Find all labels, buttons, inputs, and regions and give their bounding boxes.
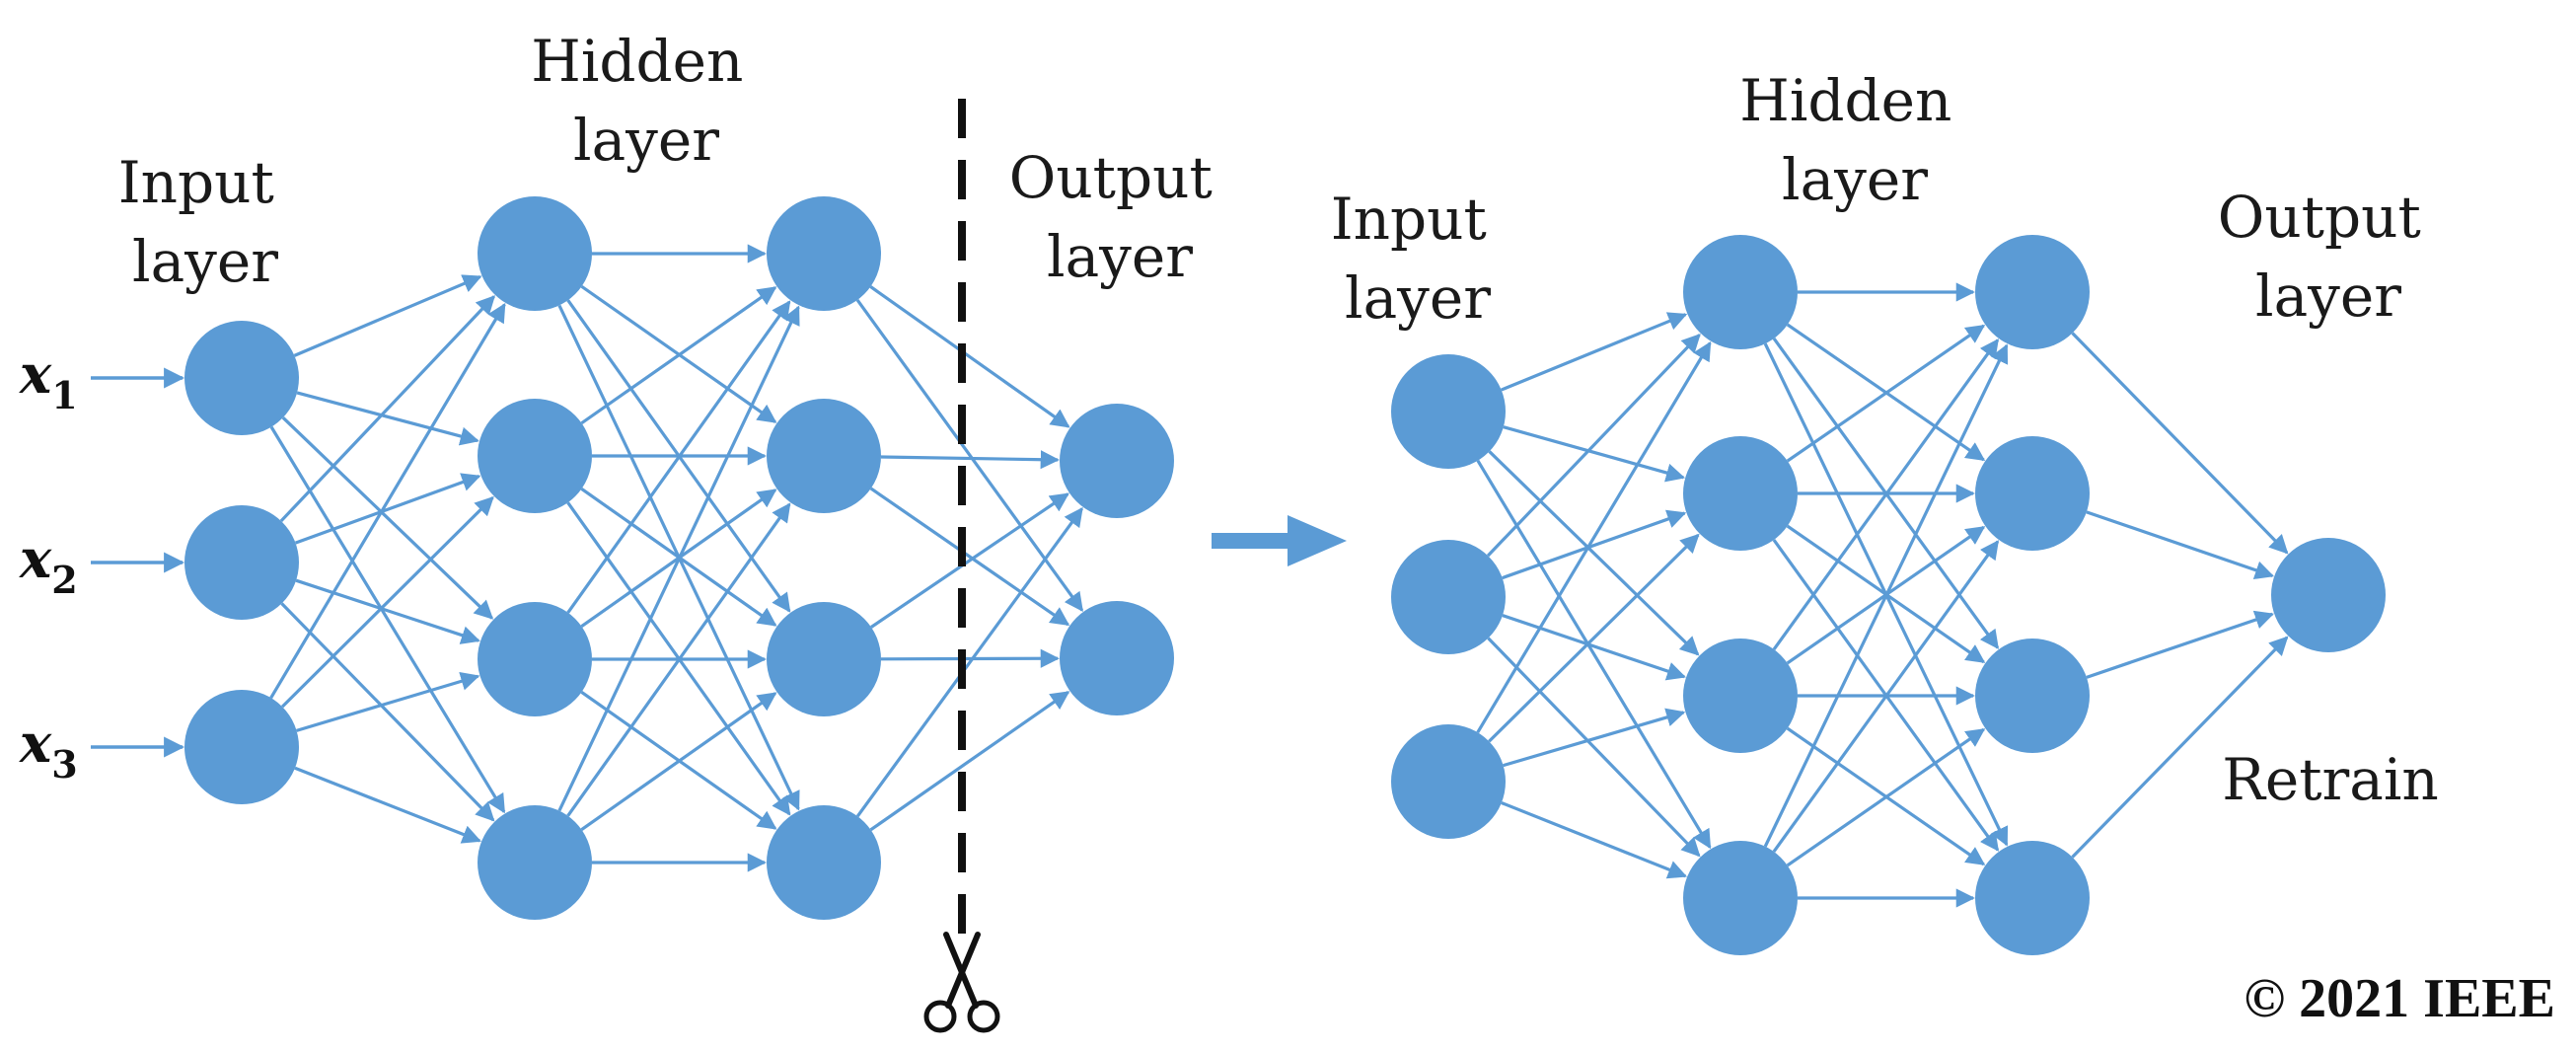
left-edge-l2-3-1 xyxy=(869,690,1070,832)
right-edge-l1-3-1 xyxy=(1772,540,2000,853)
left-edge-l2-0-0 xyxy=(869,285,1070,428)
left-edge-l2-2-0 xyxy=(870,492,1069,629)
right-node-layer2-1 xyxy=(1975,436,2090,551)
left-edge-l0-0-2 xyxy=(281,416,494,620)
right-edge-l1-1-0 xyxy=(1786,324,1986,463)
retrain-label: Retrain xyxy=(2222,746,2439,813)
right-arrow-icon xyxy=(1212,515,1347,566)
right-edge-l2-2-0 xyxy=(2086,610,2275,679)
right-node-layer2-3 xyxy=(1975,841,2090,955)
left-node-layer2-1 xyxy=(767,399,881,513)
copyright-notice: © 2021 IEEE xyxy=(2244,968,2555,1029)
right-edge-l0-1-3 xyxy=(1487,637,1701,858)
left-edge-l1-1-0 xyxy=(580,286,777,425)
right-edge-l0-2-2 xyxy=(1503,708,1686,768)
left-edge-l0-2-1 xyxy=(281,495,494,709)
right-edge-l0-1-1 xyxy=(1502,509,1687,580)
left-hidden-layer-label: Hidden layer xyxy=(531,28,762,174)
left-edge-l0-0-1 xyxy=(296,391,479,446)
left-node-layer2-0 xyxy=(767,196,881,311)
left-edge-l2-1-1 xyxy=(869,487,1070,627)
left-edge-l2-0-1 xyxy=(855,299,1084,612)
left-node-layer1-3 xyxy=(478,805,592,920)
right-input-layer-label: Input layer xyxy=(1331,186,1506,332)
left-edge-l0-0-0 xyxy=(293,274,482,357)
right-edge-l0-1-0 xyxy=(1486,333,1701,558)
input-x2-label: x2 xyxy=(19,527,78,602)
left-edge-l0-2-0 xyxy=(269,302,506,699)
scissors-icon xyxy=(923,932,1000,1033)
right-edge-l1-3-2 xyxy=(1786,727,1986,867)
right-node-layer2-2 xyxy=(1975,639,2090,753)
left-network-nodes xyxy=(184,196,1174,920)
left-edge-l0-1-2 xyxy=(295,578,480,644)
right-node-layer0-2 xyxy=(1391,724,1506,839)
right-network-nodes xyxy=(1391,235,2386,955)
right-node-layer3-0 xyxy=(2271,538,2386,652)
right-edge-l2-3-0 xyxy=(2071,636,2289,859)
right-node-layer1-3 xyxy=(1683,841,1798,955)
left-node-layer2-3 xyxy=(767,805,881,920)
left-edge-l2-2-1 xyxy=(880,648,1060,668)
input-arrows xyxy=(91,367,185,758)
left-node-layer0-0 xyxy=(184,321,299,435)
right-edge-l0-1-2 xyxy=(1502,614,1686,681)
right-node-layer0-0 xyxy=(1391,354,1506,469)
right-edge-l1-2-0 xyxy=(1772,338,2000,650)
left-node-layer1-1 xyxy=(478,399,592,513)
right-node-layer2-0 xyxy=(1975,235,2090,349)
left-edge-l0-1-0 xyxy=(279,295,496,523)
left-edge-l0-1-1 xyxy=(294,473,481,545)
left-node-layer3-1 xyxy=(1060,601,1174,715)
left-edge-l2-3-0 xyxy=(855,506,1083,818)
right-edge-l0-2-1 xyxy=(1488,533,1700,743)
left-edge-l0-2-3 xyxy=(294,766,481,844)
left-node-layer1-0 xyxy=(478,196,592,311)
left-edge-l1-3-2 xyxy=(580,692,777,831)
right-network-connections xyxy=(1476,282,2289,908)
left-input-layer-label: Input layer xyxy=(118,149,293,295)
right-edge-l0-2-3 xyxy=(1501,800,1688,879)
left-edge-l2-1-0 xyxy=(880,450,1060,470)
left-edge-l0-2-2 xyxy=(296,671,480,732)
left-edge-l1-3-0 xyxy=(557,305,800,812)
right-node-layer1-2 xyxy=(1683,639,1798,753)
right-hidden-layer-label: Hidden layer xyxy=(1739,67,1970,213)
left-edge-l1-3-1 xyxy=(566,502,791,817)
left-edge-l1-2-0 xyxy=(566,300,791,614)
right-edge-l2-0-0 xyxy=(2071,332,2289,555)
left-node-layer0-1 xyxy=(184,505,299,620)
left-node-layer2-2 xyxy=(767,602,881,716)
left-node-layer3-0 xyxy=(1060,404,1174,518)
left-output-layer-label: Output layer xyxy=(1009,144,1230,290)
left-node-layer1-2 xyxy=(478,602,592,716)
input-x1-label: x1 xyxy=(19,342,78,417)
right-edge-l0-2-0 xyxy=(1476,340,1712,734)
left-edge-l0-0-3 xyxy=(269,425,506,814)
right-node-layer1-0 xyxy=(1683,235,1798,349)
right-edge-l0-0-3 xyxy=(1476,459,1712,850)
right-node-layer0-1 xyxy=(1391,540,1506,654)
right-output-layer-label: Output layer xyxy=(2218,184,2439,330)
input-x3-label: x3 xyxy=(19,712,78,787)
right-edge-l2-1-0 xyxy=(2086,510,2275,579)
right-node-layer1-1 xyxy=(1683,436,1798,551)
right-edge-l0-0-2 xyxy=(1488,450,1700,656)
right-edge-l0-0-0 xyxy=(1501,312,1688,392)
left-network-connections xyxy=(269,244,1084,872)
right-edge-l1-3-0 xyxy=(1763,343,2009,848)
left-node-layer0-2 xyxy=(184,690,299,804)
left-edge-l0-1-3 xyxy=(280,602,495,822)
right-edge-l0-0-1 xyxy=(1503,425,1686,483)
